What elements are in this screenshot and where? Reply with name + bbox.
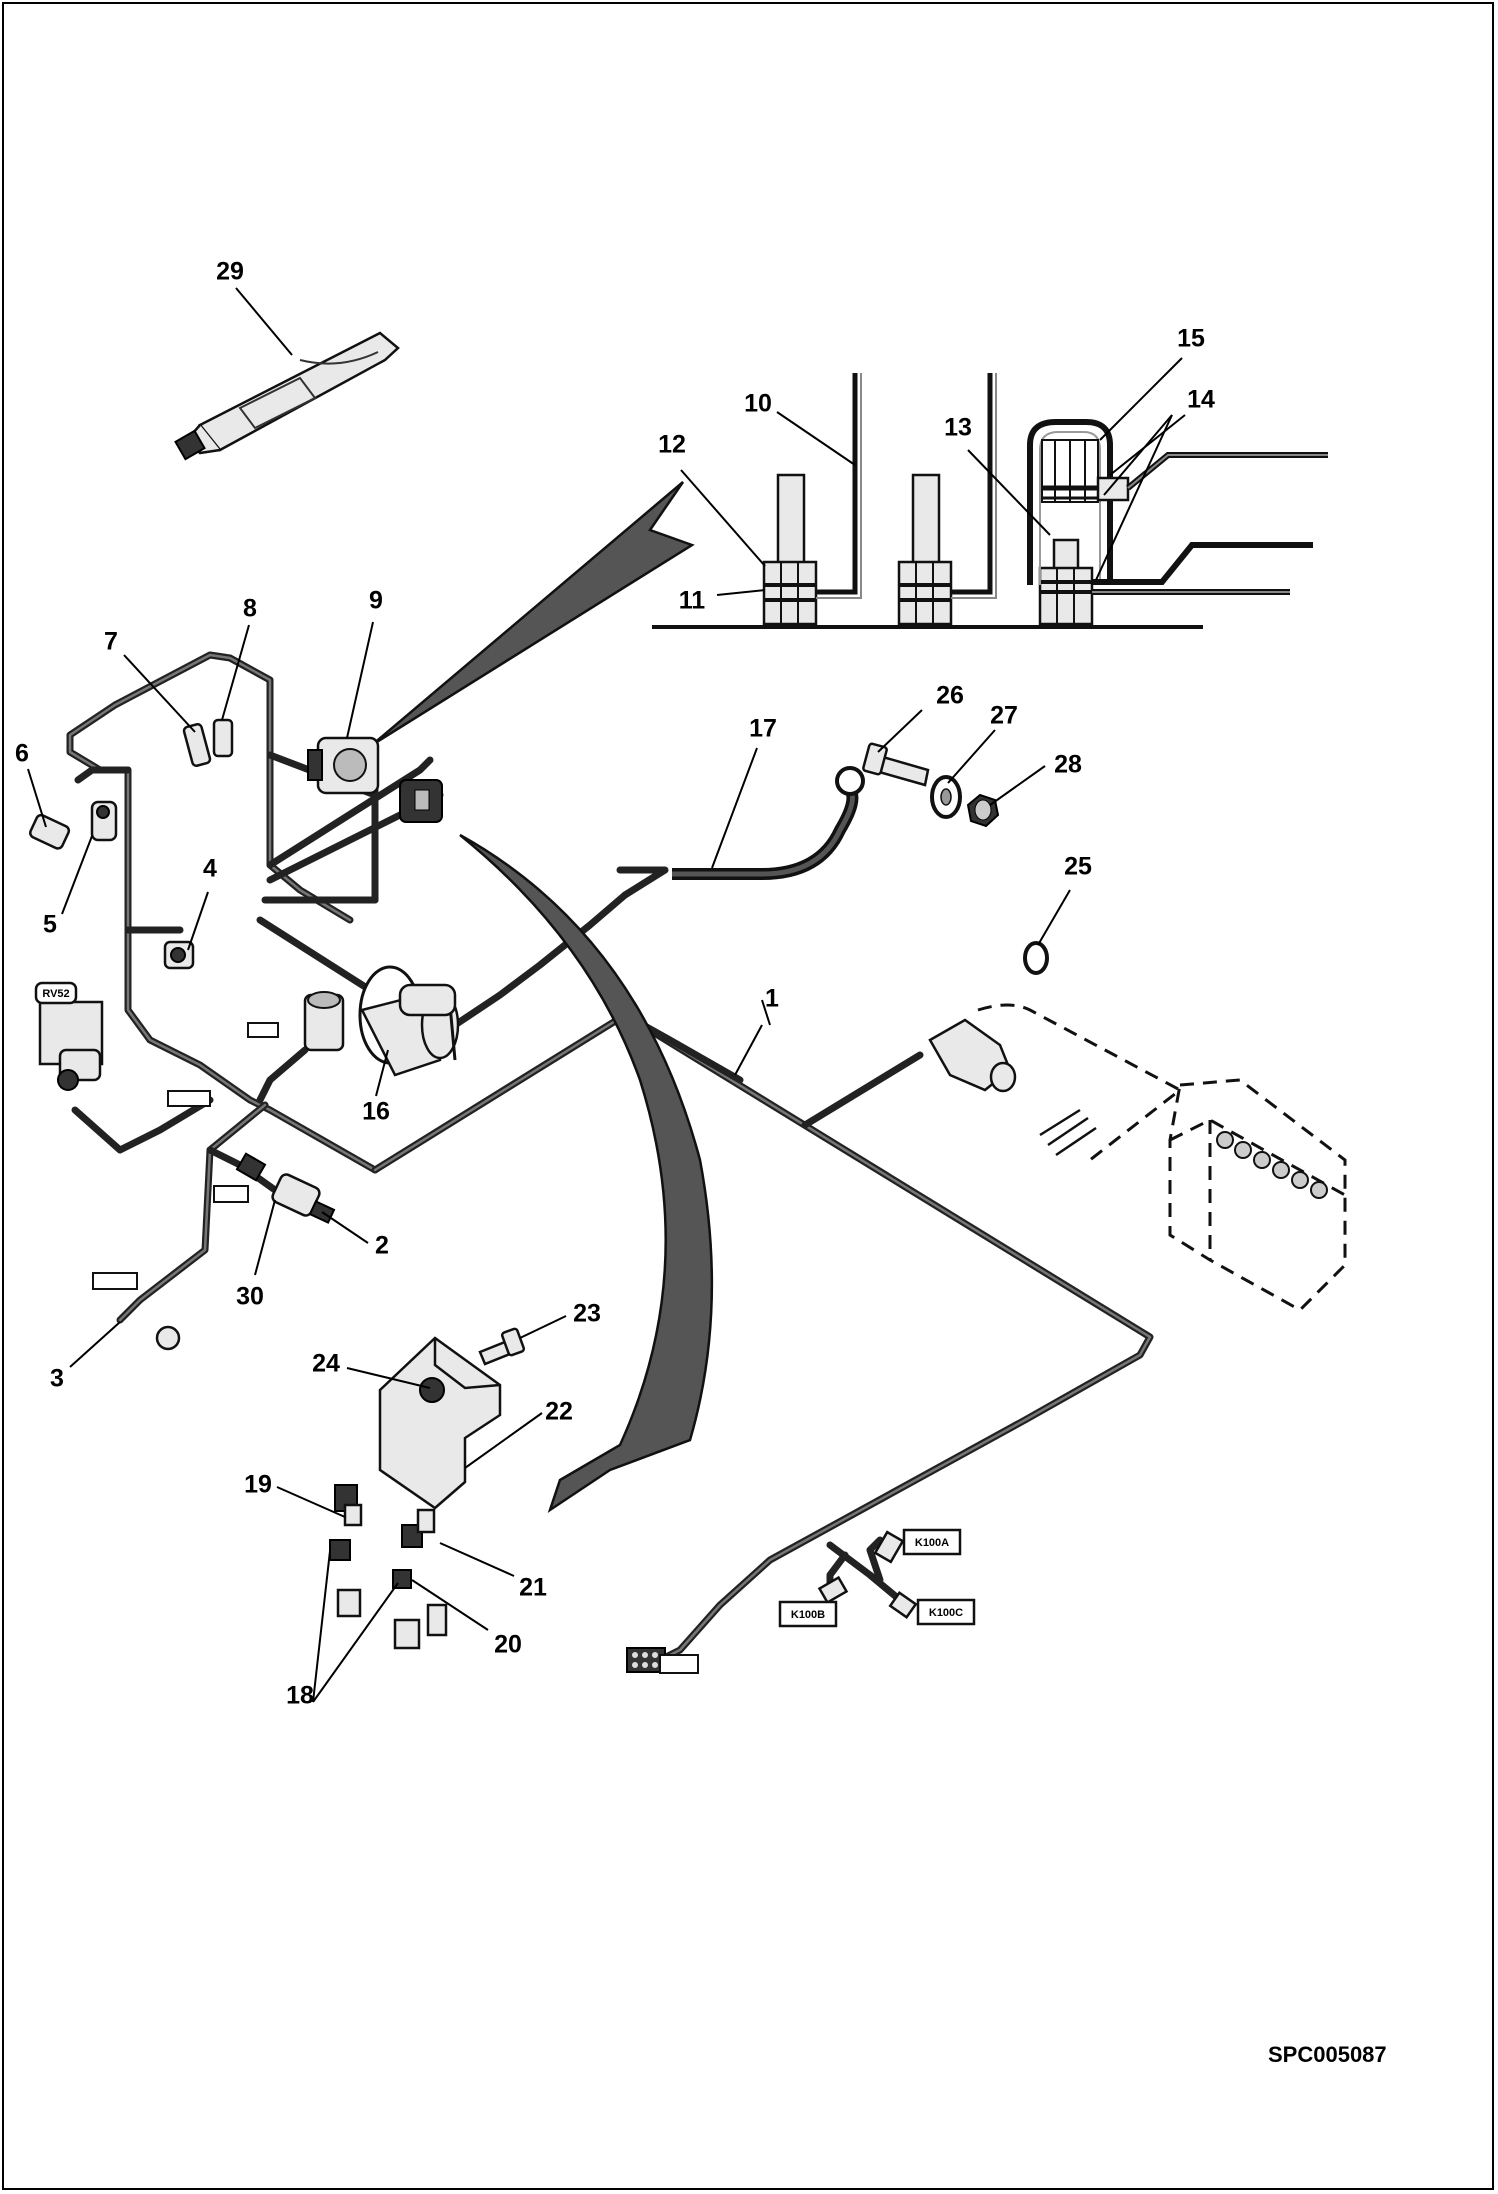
callout-18: 18 <box>286 1682 314 1710</box>
callout-16: 16 <box>362 1098 390 1126</box>
callout-22: 22 <box>545 1398 573 1426</box>
assembly-direction-arrow <box>459 833 714 1514</box>
part-29-grease-tube <box>174 331 400 461</box>
callout-labels: 1 2 3 4 5 6 7 8 9 10 11 12 13 14 15 16 1… <box>15 258 1215 1710</box>
svg-text:K100A: K100A <box>915 1537 949 1549</box>
part-3-sensor <box>155 1325 181 1351</box>
valve-block <box>38 1000 104 1091</box>
callout-27: 27 <box>990 702 1018 730</box>
svg-text:K100B: K100B <box>791 1609 825 1621</box>
harness-tag-rv52: RV52 <box>34 981 78 1005</box>
part-2-sensor <box>271 1173 336 1224</box>
callout-7: 7 <box>104 628 118 656</box>
callout-15: 15 <box>1177 325 1205 353</box>
part-6-connector <box>29 813 71 850</box>
harness-tag-k100b: K100B <box>778 1600 838 1628</box>
part-4-sensor <box>163 940 195 970</box>
part-5-sensor <box>90 800 118 842</box>
callout-28: 28 <box>1054 751 1082 779</box>
harness-tag-k100a: K100A <box>902 1528 962 1556</box>
harness-tag-k100c: K100C <box>916 1598 976 1626</box>
main-harness <box>66 651 1154 1664</box>
part-24-grommet <box>419 1377 445 1403</box>
harness-tag-misc <box>92 1022 699 1674</box>
part-26-bolt <box>862 742 930 787</box>
battery-outline <box>928 1003 1347 1312</box>
callout-9: 9 <box>369 587 383 615</box>
callout-6: 6 <box>15 740 29 768</box>
drawing-code: SPC005087 <box>1268 2042 1387 2067</box>
callout-5: 5 <box>43 911 57 939</box>
solenoid-y <box>303 991 345 1052</box>
callout-25: 25 <box>1064 853 1092 881</box>
relay-group <box>329 1484 448 1650</box>
detail-pointer-arrow <box>371 481 695 747</box>
callout-24: 24 <box>312 1350 340 1378</box>
part-27-washer <box>930 775 962 819</box>
callout-23: 23 <box>573 1300 601 1328</box>
callout-17: 17 <box>749 715 777 743</box>
callout-1: 1 <box>765 985 779 1013</box>
callout-12: 12 <box>658 431 686 459</box>
callout-2: 2 <box>375 1232 389 1260</box>
svg-text:K100C: K100C <box>929 1607 963 1619</box>
detail-inset <box>652 373 1328 629</box>
callout-26: 26 <box>936 682 964 710</box>
part-7-plug <box>182 723 212 767</box>
callout-10: 10 <box>744 390 772 418</box>
svg-text:RV52: RV52 <box>42 988 69 1000</box>
callout-20: 20 <box>494 1631 522 1659</box>
k100-connectors <box>626 1530 918 1673</box>
part-22-bracket <box>378 1336 502 1510</box>
callout-3: 3 <box>50 1365 64 1393</box>
leader-lines <box>27 287 1186 1703</box>
callout-29: 29 <box>216 258 244 286</box>
part-8-plug <box>212 718 234 758</box>
part-9-relay <box>307 736 380 795</box>
callout-21: 21 <box>519 1574 547 1602</box>
part-16-starter <box>358 965 460 1077</box>
callout-11: 11 <box>679 587 706 615</box>
callout-30: 30 <box>236 1283 264 1311</box>
callout-4: 4 <box>203 855 217 883</box>
callout-14: 14 <box>1187 386 1215 414</box>
part-17-ground-cable <box>672 766 865 880</box>
part-23-bolt <box>478 1327 526 1366</box>
part-28-nut <box>966 793 1000 828</box>
part-25-ring <box>1023 941 1049 975</box>
callout-8: 8 <box>243 595 257 623</box>
callout-13: 13 <box>944 414 972 442</box>
part-30-connector <box>235 1152 267 1182</box>
callout-19: 19 <box>244 1471 272 1499</box>
starter-solenoid-plug <box>399 779 443 823</box>
